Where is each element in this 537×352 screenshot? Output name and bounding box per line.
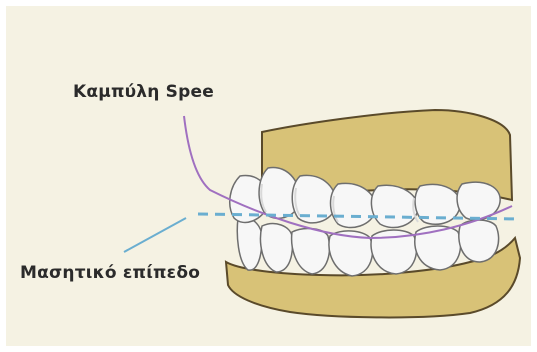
lower-tooth-1 <box>237 217 262 270</box>
lower-tooth-3 <box>292 229 330 274</box>
occlusal-plane-label: Μασητικό επίπεδο <box>20 263 200 283</box>
upper-tooth-5 <box>371 185 418 227</box>
lower-tooth-7 <box>459 220 499 262</box>
lower-tooth-6 <box>415 226 461 270</box>
curve-of-spee-label: Καμπύλη Spee <box>73 82 214 102</box>
occlusal-plane-pointer <box>124 218 186 252</box>
lower-tooth-2 <box>261 224 293 272</box>
